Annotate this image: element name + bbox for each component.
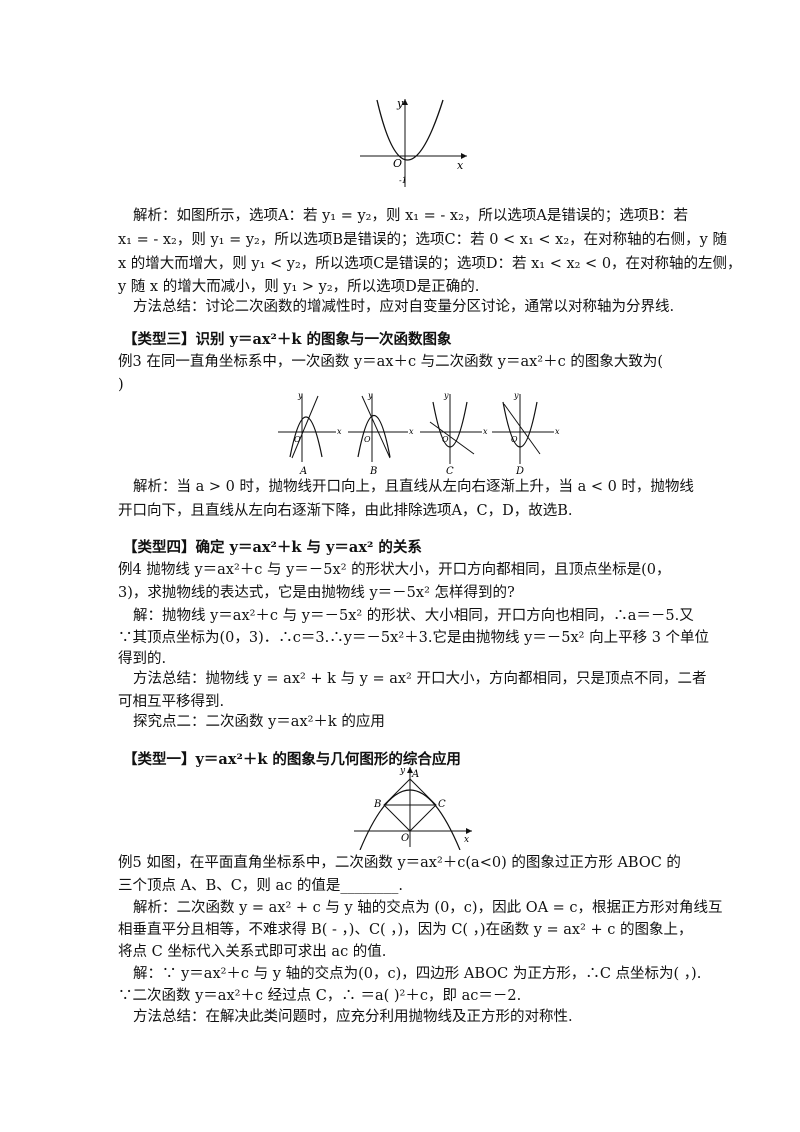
point-b-label: B bbox=[373, 799, 381, 810]
text-line: 3)，求抛物线的表达式，它是由抛物线 y＝－5x² 怎样得到的? bbox=[118, 585, 515, 601]
text-line: 相垂直平分且相等，不难求得 B( - ，)、C( ，)，因为 C( ，)在函数 … bbox=[118, 922, 693, 938]
section-heading-type1: 【类型一】y＝ax²＋k 的图象与几何图形的综合应用 bbox=[123, 751, 461, 768]
x-axis-label: x bbox=[483, 427, 488, 436]
text-line: 得到的. bbox=[118, 651, 167, 667]
text-line: y 随 x 的增大而减小，则 y₁ > y₂，所以选项D是正确的. bbox=[118, 279, 480, 295]
option-c-label: C bbox=[446, 466, 454, 477]
option-b-label: B bbox=[369, 466, 377, 477]
option-d-graph: x y O D bbox=[492, 392, 560, 477]
text-line: 探究点二：二次函数 y＝ax²＋k 的应用 bbox=[133, 714, 385, 730]
section-heading-type3: 【类型三】识别 y＝ax²＋k 的图象与一次函数图象 bbox=[123, 331, 452, 348]
origin-label: O bbox=[442, 435, 449, 444]
origin-label: O bbox=[294, 435, 301, 444]
text-line: 解析：二次函数 y = ax² + c 与 y 轴的交点为 (0，c)，因此 O… bbox=[133, 900, 723, 916]
option-b-graph: x y O B bbox=[348, 392, 414, 477]
section-heading-type4: 【类型四】确定 y＝ax²＋k 与 y＝ax² 的关系 bbox=[123, 539, 422, 556]
x-axis-label: x bbox=[457, 159, 464, 172]
square-parabola-figure: A B C O x y bbox=[354, 766, 472, 850]
x-axis-label: x bbox=[337, 427, 342, 436]
text-line: 开口向下，且直线从左向右逐渐下降，由此排除选项A，C，D，故选B. bbox=[118, 503, 573, 519]
text-line: 可相互平移得到. bbox=[118, 694, 225, 710]
text-line: 三个顶点 A、B、C，则 ac 的值是________. bbox=[118, 878, 403, 894]
option-a-label: A bbox=[299, 466, 307, 477]
y-axis-label: y bbox=[367, 392, 373, 400]
x-axis-label: x bbox=[464, 835, 469, 845]
x-axis-label: x bbox=[409, 427, 414, 436]
example-5-text: 例5 如图，在平面直角坐标系中，二次函数 y＝ax²＋c(a<0) 的图象过正方… bbox=[118, 855, 681, 871]
text-line: ∵二次函数 y＝ax²＋c 经过点 C，∴ ＝a( )²＋c，即 ac＝－2. bbox=[118, 988, 522, 1004]
y-axis-label: y bbox=[399, 766, 406, 776]
y-axis-label: y bbox=[396, 97, 404, 110]
origin-label: O bbox=[401, 833, 409, 844]
text-line: 解：∵ y＝ax²＋c 与 y 轴的交点为(0，c)，四边形 ABOC 为正方形… bbox=[133, 966, 702, 982]
text-line: 解析：当 a > 0 时，抛物线开口向上，且直线从左向右逐渐上升，当 a < 0… bbox=[133, 479, 694, 495]
y-axis-label: y bbox=[443, 392, 449, 400]
point-c-label: C bbox=[438, 799, 446, 810]
text-line: 解析：如图所示，选项A：若 y₁ = y₂，则 x₁ = - x₂，所以选项A是… bbox=[133, 208, 689, 224]
origin-label: O bbox=[364, 435, 371, 444]
point-a-label: A bbox=[411, 769, 419, 780]
example-3-text: 例3 在同一直角坐标系中，一次函数 y＝ax＋c 与二次函数 y＝ax²＋c 的… bbox=[118, 354, 664, 370]
text-line: ∵其顶点坐标为(0，3)．∴c＝3.∴y＝－5x²＋3.它是由抛物线 y＝－5x… bbox=[118, 630, 710, 646]
origin-label: O bbox=[393, 157, 402, 170]
text-line: x₁ = - x₂，则 y₁ = y₂，所以选项B是错误的；选项C：若 0 < … bbox=[118, 232, 727, 248]
example-4-text: 例4 抛物线 y＝ax²＋c 与 y＝－5x² 的形状大小，开口方向都相同，且顶… bbox=[118, 562, 671, 578]
vertex-value-label: -1 bbox=[399, 176, 407, 185]
text-line: 方法总结：讨论二次函数的增减性时，应对自变量分区讨论，通常以对称轴为分界线. bbox=[133, 299, 675, 315]
parabola-figure-1: x y O -1 bbox=[360, 97, 467, 187]
text-line: ) bbox=[118, 377, 124, 393]
text-line: 方法总结：在解决此类问题时，应充分利用抛物线及正方形的对称性. bbox=[133, 1009, 573, 1025]
text-line: 将点 C 坐标代入关系式即可求出 ac 的值. bbox=[118, 944, 387, 960]
text-line: 解：抛物线 y＝ax²＋c 与 y＝－5x² 的形状、大小相同，开口方向也相同，… bbox=[133, 608, 694, 624]
option-a-graph: x y O A bbox=[278, 392, 342, 477]
option-c-graph: x y O C bbox=[420, 392, 488, 477]
option-d-label: D bbox=[515, 466, 524, 477]
y-axis-label: y bbox=[297, 392, 303, 400]
origin-label: O bbox=[511, 435, 518, 444]
text-line: 方法总结：抛物线 y = ax² + k 与 y = ax² 开口大小，方向都相… bbox=[133, 671, 707, 687]
text-line: x 的增大而增大，则 y₁ < y₂，所以选项C是错误的；选项D：若 x₁ < … bbox=[118, 256, 742, 272]
y-axis-label: y bbox=[513, 392, 519, 400]
options-figure: x y O A x y O B x y O C x y O D bbox=[278, 392, 560, 477]
x-axis-label: x bbox=[555, 427, 560, 436]
